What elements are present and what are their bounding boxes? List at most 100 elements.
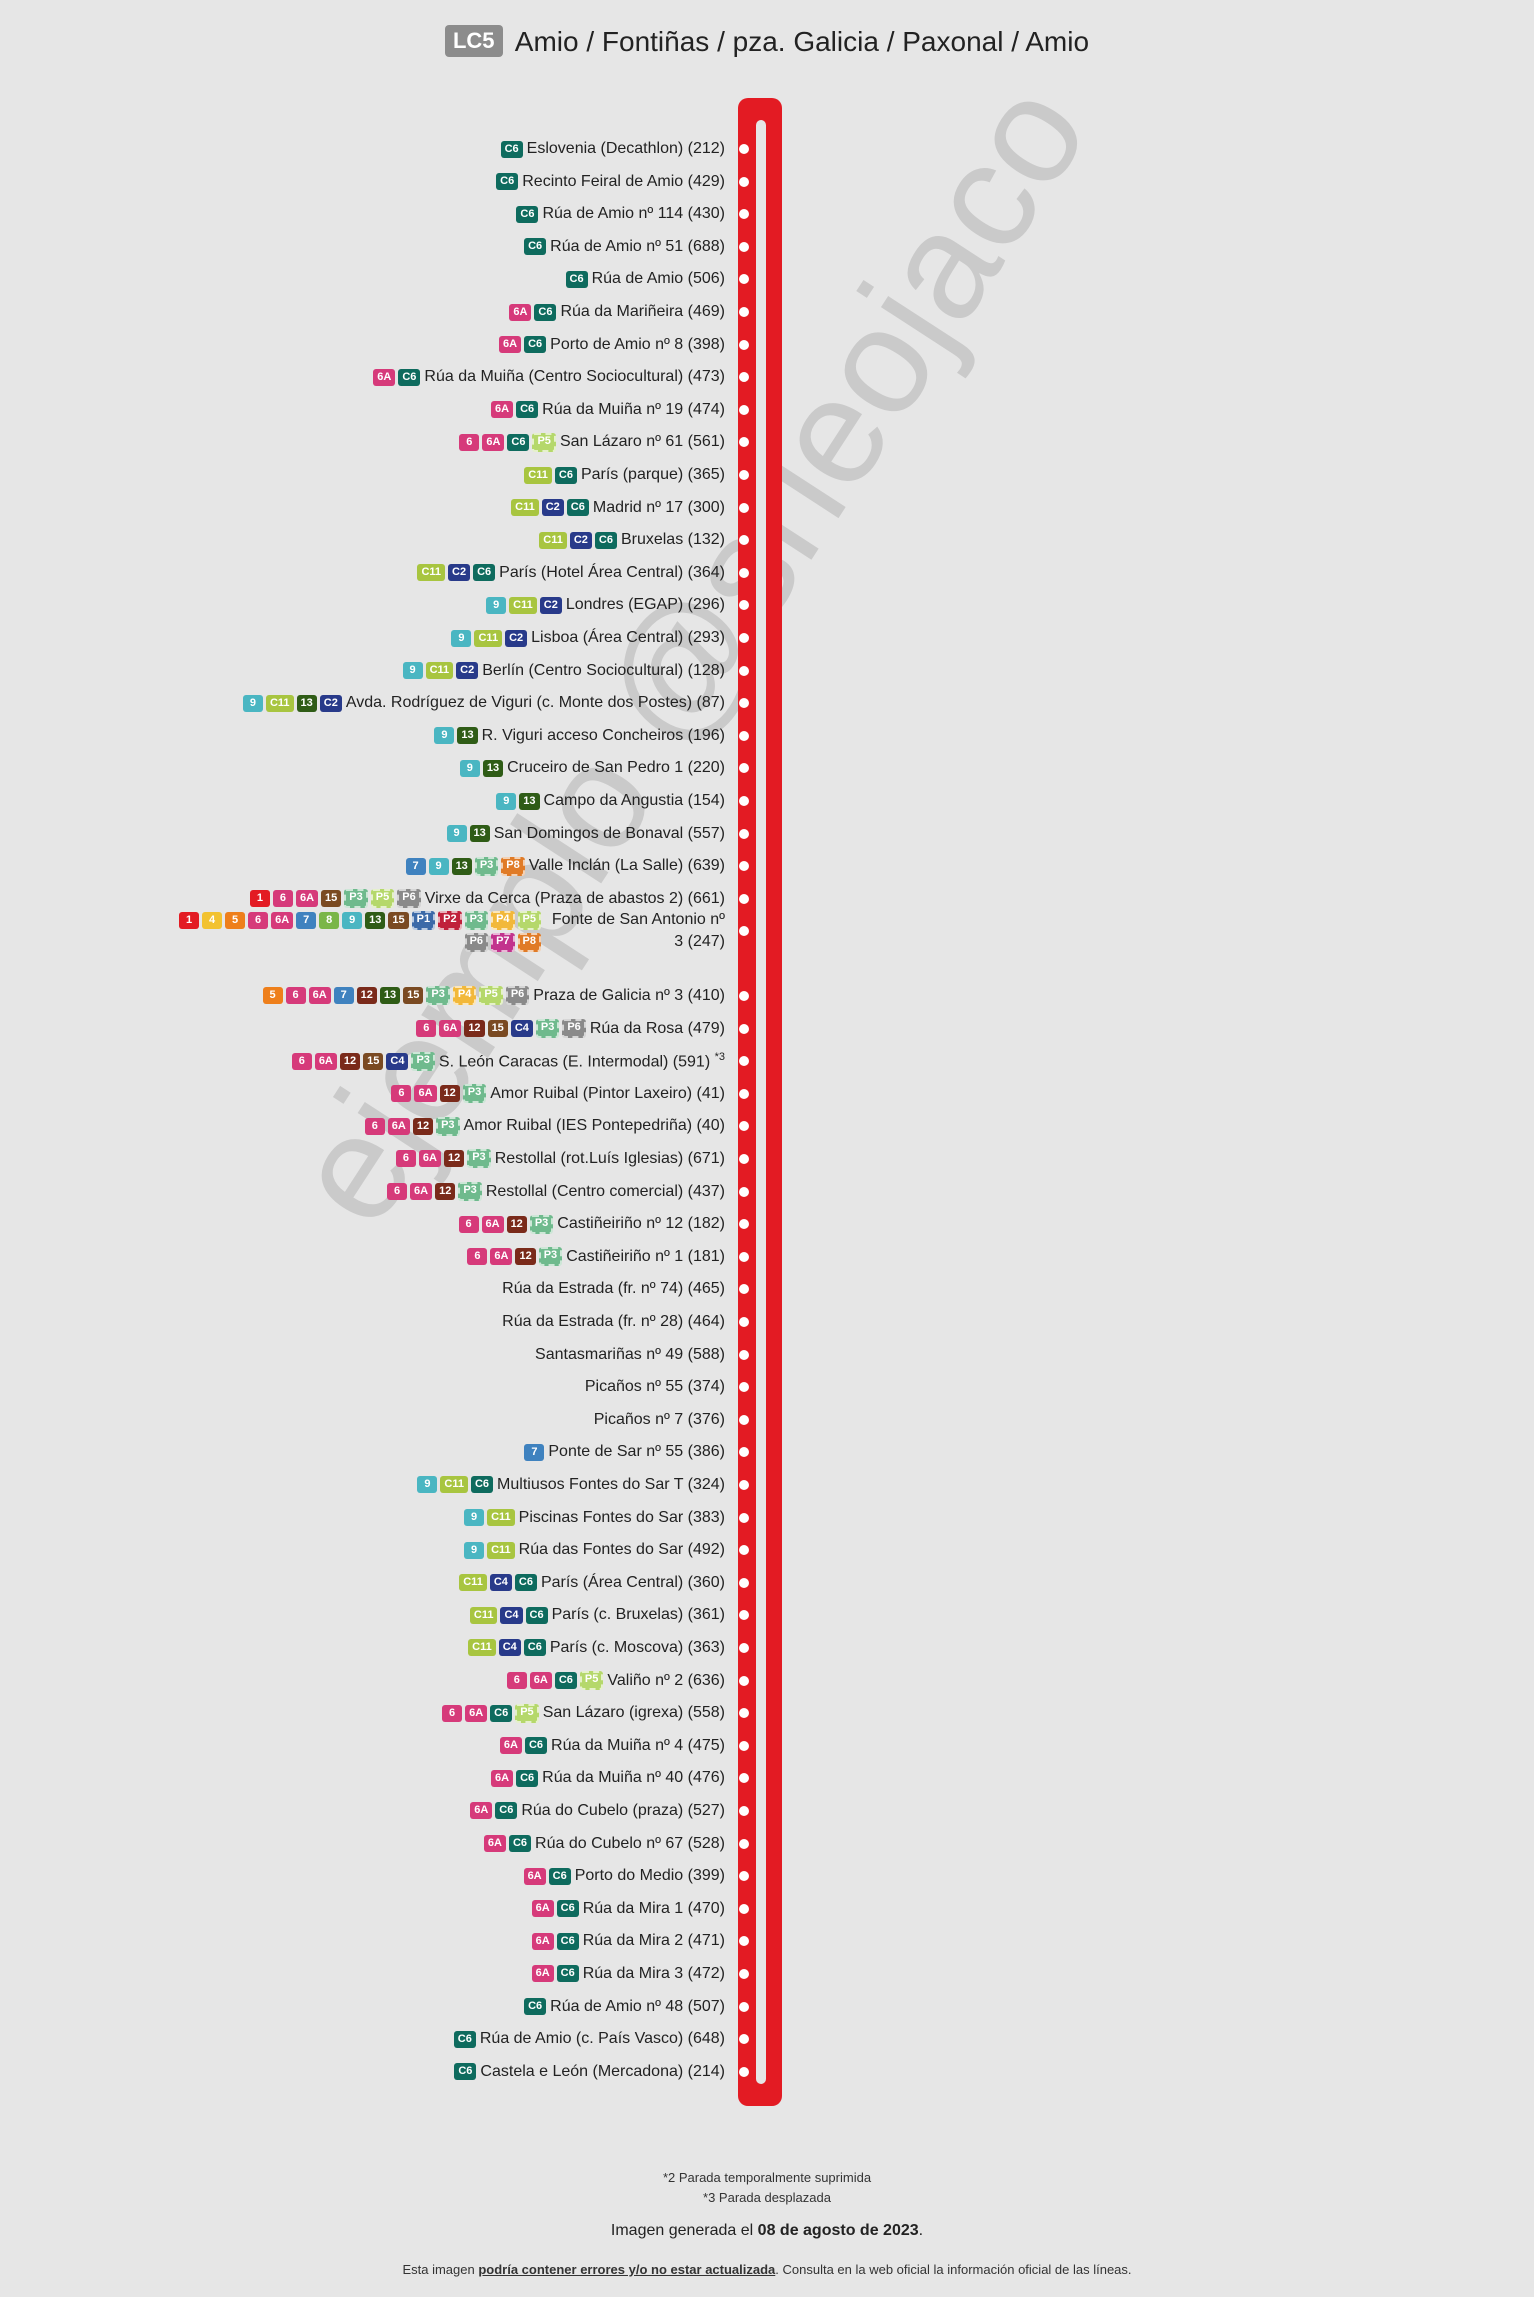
line-badge-6a: 6A: [483, 1835, 506, 1852]
line-badge-c6: C6: [514, 1574, 537, 1592]
footnote: *3 Parada desplazada: [703, 2190, 831, 2205]
line-badge-c4: C4: [386, 1052, 409, 1070]
line-badge-6: 6: [291, 1052, 312, 1070]
line-badge-c2: C2: [539, 596, 562, 614]
stop-dot: [739, 730, 749, 741]
stop-name: Valle Inclán (La Salle) (639): [528, 857, 725, 875]
stop-name: Rúa da Muiña nº 19 (474): [542, 400, 725, 418]
stop-dot: [739, 893, 749, 904]
stop-dot: [739, 990, 749, 1001]
line-badge-13: 13: [482, 759, 504, 777]
line-badge-9: 9: [428, 857, 449, 875]
stop-dot: [739, 1805, 749, 1816]
stop-dot: [739, 209, 749, 220]
line-badge-12: 12: [464, 1020, 485, 1037]
stop-name: Rúa da Muiña nº 4 (475): [551, 1736, 725, 1754]
stop-name: Campo da Angustia (154): [543, 792, 725, 809]
line-badge-6a: 6A: [439, 1020, 462, 1037]
line-badge-6a: 6A: [410, 1183, 433, 1200]
line-badge-p4: P4: [452, 986, 477, 1006]
stop-footnote-marker: *3: [714, 1050, 725, 1063]
line-badge-c6: C6: [524, 336, 547, 354]
line-badge-p5: P5: [479, 986, 503, 1006]
line-badge-c4: C4: [489, 1574, 512, 1592]
stop-dot: [739, 763, 749, 774]
line-badges: C6: [453, 2030, 476, 2048]
stop-dot: [739, 1838, 749, 1849]
line-badge-9: 9: [459, 759, 480, 777]
line-badge-6a: 6A: [491, 401, 514, 419]
line-badge-15: 15: [321, 890, 342, 908]
stop-name: Madrid nº 17 (300): [592, 498, 725, 516]
line-badge-12: 12: [339, 1052, 361, 1070]
line-badge-13: 13: [519, 792, 540, 810]
line-badge-p5: P5: [579, 1671, 604, 1690]
line-badge-6: 6: [395, 1150, 416, 1168]
line-badge-c6: C6: [534, 303, 557, 321]
line-badge-c2: C2: [448, 564, 471, 582]
stop-name: Londres (EGAP) (296): [565, 596, 725, 614]
line-badge-6a: 6A: [314, 1052, 337, 1070]
line-badge-c6: C6: [496, 173, 519, 191]
line-badge-c6: C6: [524, 238, 547, 256]
line-badges: C6: [500, 140, 523, 158]
stop-dot: [739, 1740, 749, 1751]
line-badge-c6: C6: [516, 205, 539, 223]
stop-dot: [739, 470, 749, 480]
line-badge-13: 13: [469, 825, 490, 843]
stop-name: Rúa da Estrada (fr. nº 74) (465): [502, 1280, 725, 1298]
footnotes: *2 Parada temporalmente suprimida *3 Par…: [0, 2168, 1534, 2208]
stop-dot: [739, 1023, 749, 1034]
stop-name: Berlín (Centro Sociocultural) (128): [482, 661, 725, 679]
line-badge-c11: C11: [469, 1606, 498, 1624]
line-badge-p5: P5: [515, 1703, 539, 1723]
stop-dot: [739, 600, 749, 611]
line-badge-6a: 6A: [470, 1802, 493, 1820]
stop-dot: [739, 1382, 749, 1393]
line-badge-6a: 6A: [490, 1248, 513, 1266]
line-code-badge: LC5: [444, 25, 503, 57]
line-badge-c6: C6: [556, 1900, 579, 1918]
line-badge-c11: C11: [440, 1476, 468, 1494]
line-badge-6a: 6A: [529, 1672, 552, 1689]
line-badge-c2: C2: [456, 662, 479, 680]
line-badge-6a: 6A: [523, 1867, 546, 1885]
line-badge-c4: C4: [498, 1639, 521, 1657]
line-badges: C6: [524, 1998, 547, 2015]
stop-name: París (c. Bruxelas) (361): [551, 1606, 725, 1624]
stop-name: Rúa de Amio nº 51 (688): [550, 237, 725, 255]
line-badge-6: 6: [459, 433, 480, 451]
stop-dot: [739, 1251, 749, 1262]
stop-name: Porto de Amio nº 8 (398): [550, 335, 725, 353]
stop-dot: [739, 176, 749, 187]
stop-name: Castiñeiriño nº 12 (182): [557, 1215, 725, 1233]
line-badges: C6: [496, 173, 519, 191]
line-badge-6a: 6A: [482, 433, 505, 451]
stop-dot: [739, 698, 749, 709]
line-badge-6: 6: [506, 1672, 527, 1689]
line-badge-c6: C6: [398, 368, 421, 386]
stop-name: San Domingos de Bonaval (557): [493, 824, 725, 842]
